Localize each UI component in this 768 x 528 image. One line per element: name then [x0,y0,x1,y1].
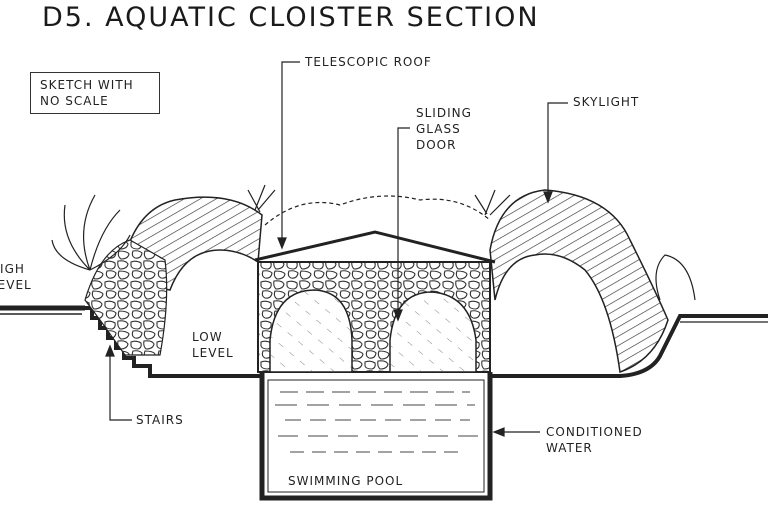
label-sliding-line1: SLIDING [416,106,472,120]
note-line1: SKETCH WITH [40,78,134,92]
note-box [30,72,160,114]
ground-low-level [490,314,768,378]
right-vault [489,189,669,374]
label-swimming-pool: SWIMMING POOL [288,474,404,488]
ground-high-level [0,305,85,315]
label-conditioned-line1: CONDITIONED [546,425,643,439]
label-stairs: STAIRS [136,413,184,427]
label-sliding-line2: GLASS [416,122,461,136]
left-stone-wall [84,239,168,356]
plants [51,184,696,301]
label-high-level-line1: HIGH [0,262,25,276]
label-low-level-line2: LEVEL [192,346,234,360]
label-skylight: SKYLIGHT [573,95,640,109]
note-line2: NO SCALE [40,94,109,108]
label-telescopic-roof: TELESCOPIC ROOF [305,55,432,69]
page-title: D5. AQUATIC CLOISTER SECTION [42,2,540,33]
cloister-structure [254,230,496,373]
label-conditioned-line2: WATER [546,441,593,455]
leader-lines [105,61,568,437]
label-sliding-line3: DOOR [416,138,457,152]
swimming-pool [259,372,493,501]
label-high-level-line2: LEVEL [0,278,32,292]
label-low-level-line1: LOW [192,330,223,344]
